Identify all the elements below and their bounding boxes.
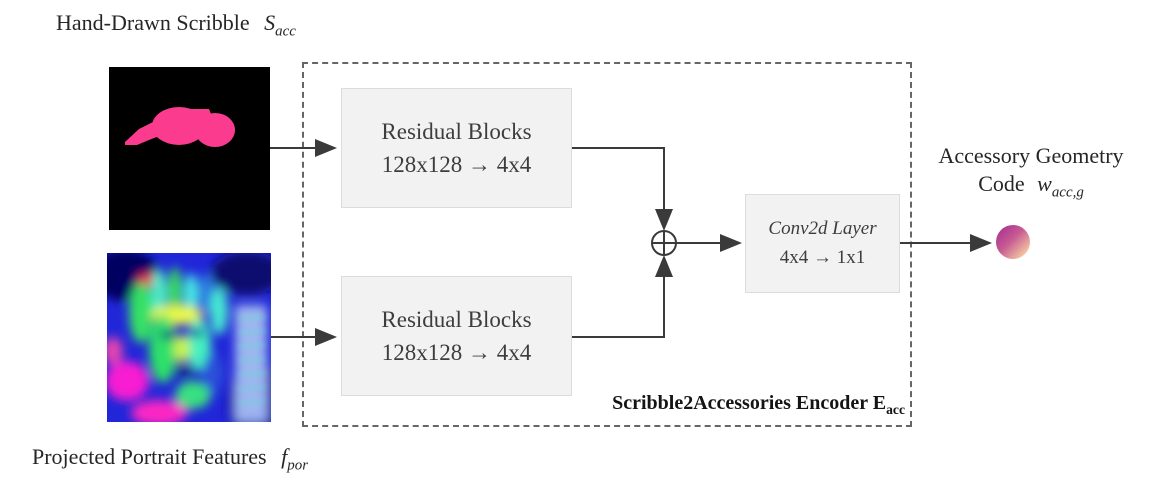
residual-bottom-line1: Residual Blocks bbox=[381, 306, 532, 332]
residual-bottom-line2: 128x128 → 4x4 bbox=[381, 340, 532, 365]
encoder-boundary-box bbox=[302, 62, 912, 427]
encoder-name-subscript: acc bbox=[886, 402, 905, 417]
conv-line2: 4x4 → 1x1 bbox=[779, 246, 866, 268]
conv2d-layer-block: Conv2d Layer 4x4 → 1x1 bbox=[745, 194, 900, 293]
scribble-label-text: Hand-Drawn Scribble bbox=[56, 10, 250, 35]
residual-top-line1: Residual Blocks bbox=[381, 118, 532, 144]
scribble-input-label: Hand-Drawn Scribble Sacc bbox=[56, 10, 296, 40]
portrait-symbol: fpor bbox=[281, 444, 309, 474]
projected-portrait-features-image bbox=[107, 253, 271, 422]
accessory-code-label: Accessory Geometry Code wacc,g bbox=[918, 142, 1144, 202]
encoder-name-text: Scribble2Accessories Encoder E bbox=[612, 392, 887, 414]
pink-scribble-mask bbox=[125, 107, 235, 147]
scribble-canvas-background bbox=[109, 67, 270, 230]
portrait-input-label: Projected Portrait Features fpor bbox=[32, 444, 308, 474]
conv-line1: Conv2d Layer bbox=[768, 218, 877, 239]
feature-stripe-pattern bbox=[238, 316, 266, 404]
residual-blocks-bottom: Residual Blocks 128x128 → 4x4 bbox=[341, 276, 572, 396]
latent-code-ball-icon bbox=[996, 225, 1030, 259]
scribble-symbol: Sacc bbox=[264, 10, 296, 40]
accessory-code-line1: Accessory Geometry bbox=[938, 143, 1124, 168]
accessory-code-line2: Code wacc,g bbox=[978, 170, 1084, 200]
encoder-name-label: Scribble2Accessories Encoder Eacc bbox=[612, 392, 905, 418]
accessory-code-symbol: wacc,g bbox=[1037, 170, 1084, 200]
hand-drawn-scribble-image bbox=[109, 67, 270, 230]
portrait-label-text: Projected Portrait Features bbox=[32, 444, 267, 469]
residual-blocks-top: Residual Blocks 128x128 → 4x4 bbox=[341, 88, 572, 208]
residual-top-line2: 128x128 → 4x4 bbox=[381, 152, 532, 177]
